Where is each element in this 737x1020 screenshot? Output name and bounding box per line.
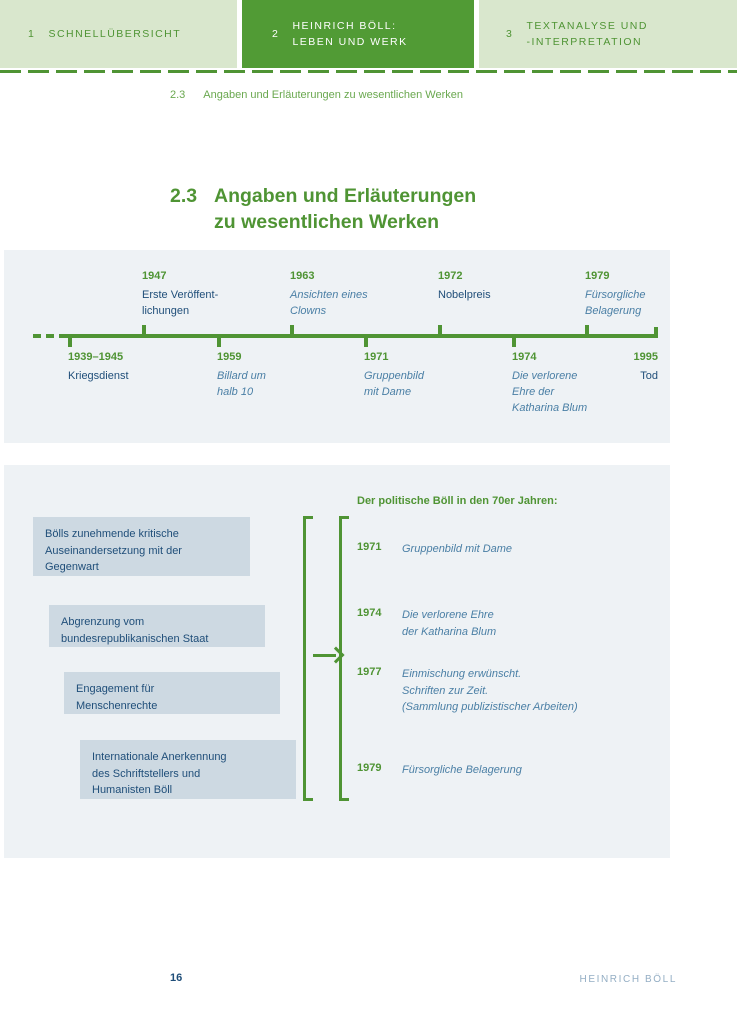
timeline-desc: Erste Veröffent- lichungen: [142, 289, 219, 317]
work-year: 1977: [357, 666, 382, 678]
chapter-tabbar: 1 SCHNELLÜBERSICHT 2 HEINRICH BÖLL: LEBE…: [0, 0, 737, 68]
page-title: 2.3 Angaben und Erläuterungen zu wesentl…: [170, 184, 630, 235]
timeline-tick-1974: [512, 338, 516, 347]
work-year: 1974: [357, 607, 382, 619]
right-group-bracket: [339, 516, 349, 801]
timeline-year: 1974: [512, 351, 537, 363]
timeline-desc: Ansichten eines Clowns: [290, 289, 368, 317]
timeline-tick-1979: [585, 325, 589, 334]
timeline-desc: Billard um halb 10: [217, 370, 266, 398]
timeline-year: 1963: [290, 270, 315, 282]
timeline-year: 1972: [438, 270, 463, 282]
timeline-entry-1963: 1963 Ansichten eines Clowns: [290, 270, 430, 320]
timeline-lead-dashes: [33, 334, 63, 338]
political-heading: Der politische Böll in den 70er Jahren:: [357, 495, 558, 507]
page-title-text: Angaben und Erläuterungen zu wesentliche…: [214, 185, 477, 233]
concept-box: Abgrenzung vom bundesrepublikanischen St…: [49, 605, 265, 647]
breadcrumb-text: Angaben und Erläuterungen zu wesentliche…: [203, 89, 463, 101]
timeline-entry-1947: 1947 Erste Veröffent- lichungen: [142, 270, 282, 320]
arrow-right-icon: [313, 646, 345, 664]
timeline-desc: Gruppenbild mit Dame: [364, 370, 424, 398]
work-year: 1971: [357, 541, 382, 553]
tab-number: 2: [272, 28, 279, 40]
timeline-desc: Tod: [640, 370, 658, 382]
timeline-axis: [63, 334, 658, 338]
concept-box: Bölls zunehmende kritische Auseinanderse…: [33, 517, 250, 576]
tab-number: 1: [28, 28, 35, 40]
page-number: 16: [170, 972, 183, 984]
timeline-year: 1971: [364, 351, 389, 363]
tab-label: HEINRICH BÖLL: LEBEN UND WERK: [292, 19, 408, 48]
tab-number: 3: [506, 28, 513, 40]
left-group-bracket: [303, 516, 313, 801]
timeline-tick-1963: [290, 325, 294, 334]
timeline-entry-1939-1945: 1939–1945 Kriegsdienst: [68, 351, 208, 385]
timeline-entry-1971: 1971 Gruppenbild mit Dame: [364, 351, 504, 401]
tab-schnelluebersicht[interactable]: 1 SCHNELLÜBERSICHT: [0, 0, 237, 68]
work-title: Die verlorene Ehre der Katharina Blum: [402, 609, 497, 638]
timeline-desc: Nobelpreis: [438, 289, 491, 301]
work-title: Einmischung erwünscht. Schriften zur Zei…: [402, 668, 578, 714]
timeline-tick-1972: [438, 325, 442, 334]
work-year: 1979: [357, 762, 382, 774]
timeline-panel: [4, 250, 670, 443]
footer-book-title: HEINRICH BÖLL: [579, 974, 677, 985]
political-work-row: 1971 Gruppenbild mit Dame: [357, 541, 512, 558]
tab-label: TEXTANALYSE UND -INTERPRETATION: [526, 19, 648, 48]
timeline-tick-1939-1945: [68, 338, 72, 347]
breadcrumb-number: 2.3: [170, 89, 186, 101]
timeline-entry-1995: 1995 Tod: [548, 351, 658, 385]
timeline-desc: Fürsorgliche Belagerung: [585, 289, 646, 317]
concept-box: Internationale Anerkennung des Schriftst…: [80, 740, 296, 799]
timeline-entry-1972: 1972 Nobelpreis: [438, 270, 578, 304]
timeline-year: 1947: [142, 270, 167, 282]
timeline-year: 1959: [217, 351, 242, 363]
political-work-row: 1979 Fürsorgliche Belagerung: [357, 762, 522, 779]
tab-label: SCHNELLÜBERSICHT: [48, 27, 182, 40]
timeline-entry-1979: 1979 Fürsorgliche Belagerung: [585, 270, 695, 320]
timeline-tick-1959: [217, 338, 221, 347]
tab-textanalyse-und-interpretation[interactable]: 3 TEXTANALYSE UND -INTERPRETATION: [479, 0, 737, 68]
timeline-desc: Kriegsdienst: [68, 370, 129, 382]
political-work-row: 1977 Einmischung erwünscht. Schriften zu…: [357, 666, 578, 716]
work-title: Fürsorgliche Belagerung: [402, 764, 522, 776]
timeline-tick-1971: [364, 338, 368, 347]
tab-heinrich-boell-leben-und-werk[interactable]: 2 HEINRICH BÖLL: LEBEN UND WERK: [242, 0, 474, 68]
timeline-year: 1979: [585, 270, 610, 282]
work-title: Gruppenbild mit Dame: [402, 543, 513, 555]
breadcrumb: 2.3 Angaben und Erläuterungen zu wesentli…: [170, 89, 463, 101]
header-dashed-rule: [0, 70, 737, 73]
timeline-tick-1947: [142, 325, 146, 334]
timeline-year: 1939–1945: [68, 351, 124, 363]
page-title-number: 2.3: [170, 185, 198, 207]
timeline-desc: Die verlorene Ehre der Katharina Blum: [512, 370, 588, 414]
political-work-row: 1974 Die verlorene Ehre der Katharina Bl…: [357, 607, 496, 640]
timeline-end-cap: [654, 327, 658, 338]
timeline-entry-1974: 1974 Die verlorene Ehre der Katharina Bl…: [512, 351, 642, 417]
concept-box: Engagement für Menschenrechte: [64, 672, 280, 714]
timeline-entry-1959: 1959 Billard um halb 10: [217, 351, 357, 401]
timeline-year: 1995: [633, 351, 658, 363]
